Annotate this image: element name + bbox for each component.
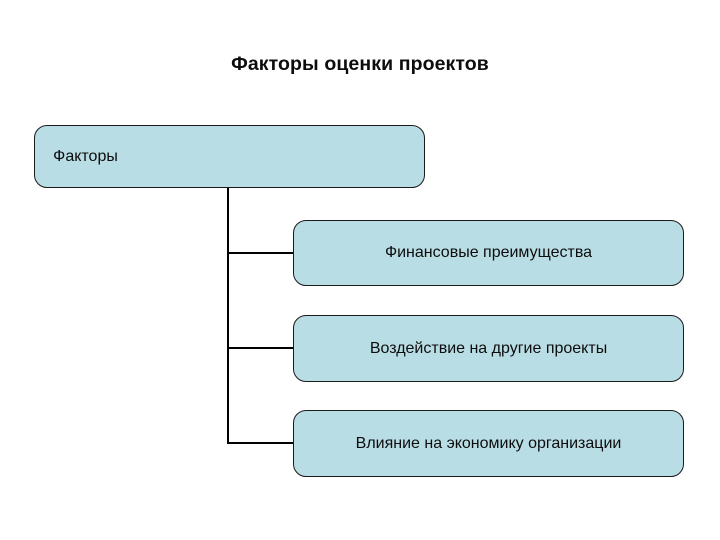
- connector-trunk-vertical: [227, 187, 229, 444]
- diagram-node-label: Факторы: [53, 147, 118, 165]
- diagram-node-financial-benefits[interactable]: Финансовые преимущества: [293, 220, 684, 286]
- connector-branch-impact-other-projects: [227, 347, 294, 349]
- diagram-node-label: Воздействие на другие проекты: [369, 339, 608, 357]
- diagram-node-impact-other-projects[interactable]: Воздействие на другие проекты: [293, 315, 684, 382]
- connector-branch-financial-benefits: [227, 252, 294, 254]
- connector-branch-impact-organization-economy: [227, 442, 294, 444]
- page-title: Факторы оценки проектов: [231, 53, 489, 75]
- diagram-node-impact-organization-economy[interactable]: Влияние на экономику организации: [293, 410, 684, 477]
- diagram-node-factors[interactable]: Факторы: [34, 125, 425, 188]
- diagram-node-label: Влияние на экономику организации: [355, 434, 622, 452]
- diagram-node-label: Финансовые преимущества: [384, 244, 593, 261]
